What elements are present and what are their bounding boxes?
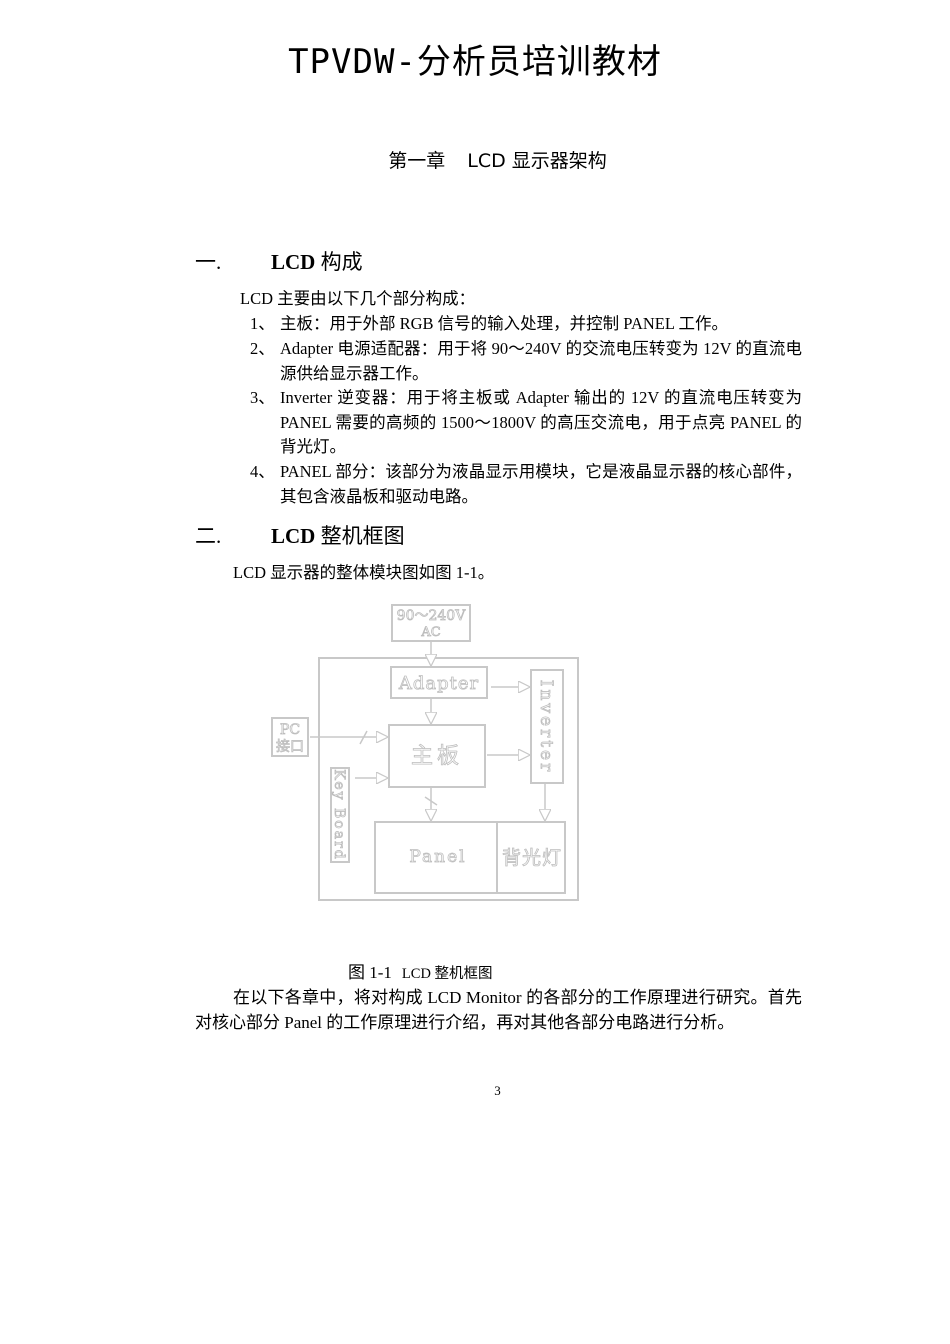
backlight-label: 背光灯 — [502, 847, 562, 869]
section-heading-1: 一. LCD 构成 — [195, 246, 795, 274]
adapter-label: Adapter — [398, 673, 479, 694]
ac-input-label: 90～240V — [397, 608, 467, 624]
list-item-text: Inverter 逆变器：用于将主板或 Adapter 输出的 12V 的直流电… — [280, 388, 802, 456]
section-intro: LCD 主要由以下几个部分构成： — [240, 289, 476, 308]
list-item: 3、 Inverter 逆变器：用于将主板或 Adapter 输出的 12V 的… — [250, 386, 802, 460]
chapter-number: 第一章 — [388, 150, 446, 172]
section-title-bold: LCD — [271, 250, 316, 274]
mainboard-block — [388, 724, 486, 788]
keyboard-block — [330, 767, 350, 863]
list-item: 1、 主板：用于外部 RGB 信号的输入处理，并控制 PANEL 工作。 — [250, 312, 802, 337]
list-item: 4、 PANEL 部分：该部分为液晶显示用模块，它是液晶显示器的核心部件，其包含… — [250, 460, 802, 509]
list-item-text: 主板：用于外部 RGB 信号的输入处理，并控制 PANEL 工作。 — [280, 314, 728, 333]
keyboard-label: Key Board — [331, 769, 347, 860]
pc-port-block — [271, 717, 309, 757]
section-title: 构成 — [315, 250, 363, 274]
block-diagram: 90～240V AC Adapter PC 接口 主板 Panel 背光灯 In… — [271, 604, 579, 901]
panel-block — [374, 821, 566, 894]
document-title: TPVDW-分析员培训教材 — [288, 42, 662, 82]
section-number: 一. — [195, 250, 222, 274]
section-intro: LCD 显示器的整体模块图如图 1-1。 — [233, 563, 495, 582]
list-item-text: Adapter 电源适配器：用于将 90～240V 的交流电压转变为 12V 的… — [280, 339, 802, 383]
closing-paragraph: 在以下各章中，将对构成 LCD Monitor 的各部分的工作原理进行研究。首先… — [195, 988, 802, 1032]
mainboard-label: 主板 — [411, 744, 463, 769]
list-item-number: 4、 — [250, 462, 275, 481]
section-title-bold: LCD — [271, 524, 316, 548]
block-diagram-figure: 90～240V AC Adapter PC 接口 主板 Panel 背光灯 In… — [265, 600, 595, 910]
list-item-text: PANEL 部分：该部分为液晶显示用模块，它是液晶显示器的核心部件，其包含液晶板… — [280, 462, 802, 506]
panel-label: Panel — [409, 847, 466, 867]
list-item-number: 3、 — [250, 388, 275, 407]
section-number: 二. — [195, 524, 222, 548]
adapter-block — [390, 666, 488, 699]
pc-port-label-2: 接口 — [276, 738, 304, 755]
figure-caption-text: LCD 整机框图 — [401, 966, 493, 982]
pc-port-label: PC — [280, 722, 300, 738]
chapter-title: LCD 显示器架构 — [467, 150, 607, 172]
list-item-number: 1、 — [250, 314, 275, 333]
section-title: 整机框图 — [315, 524, 405, 548]
list-item-number: 2、 — [250, 339, 275, 358]
inverter-block — [530, 669, 564, 784]
ac-input-label-2: AC — [420, 625, 440, 640]
list-item: 2、 Adapter 电源适配器：用于将 90～240V 的交流电压转变为 12… — [250, 337, 802, 386]
monitor-outline — [318, 657, 579, 901]
figure-number: 图 1-1 — [348, 963, 392, 982]
section-heading-2: 二. LCD 整机框图 — [195, 520, 795, 548]
inverter-label: Inverter — [536, 680, 556, 774]
chapter-heading: 第一章 LCD 显示器架构 — [0, 146, 950, 173]
figure-caption: 图 1-1 LCD 整机框图 — [348, 958, 493, 983]
page-number: 3 — [494, 1083, 501, 1098]
